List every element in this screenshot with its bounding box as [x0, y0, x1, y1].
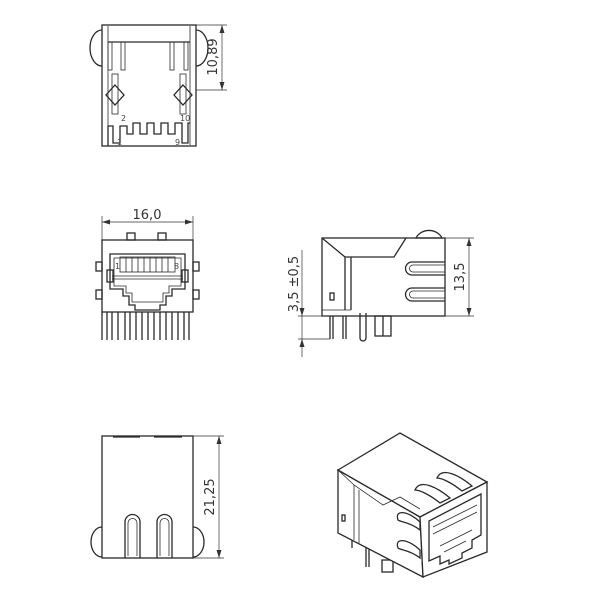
dim-label-3-5: 3,5 ±0,5 [287, 256, 302, 312]
side-slot-bottom [404, 287, 445, 302]
pin-label-9: 9 [175, 138, 180, 147]
bottom-led-left [90, 526, 103, 558]
contact-comb [107, 122, 190, 146]
dim-label-16-0: 16,0 [133, 208, 162, 223]
bottom-slot-right [156, 513, 173, 558]
dim-label-21-25: 21,25 [203, 478, 218, 515]
dim-pin-length: 3,5 ±0,5 [287, 250, 330, 357]
bottom-body-outline [101, 435, 194, 559]
dim-label-10-89: 10,89 [206, 38, 221, 75]
bottom-view: 21,25 [90, 435, 224, 559]
bottom-slot-left [124, 513, 141, 558]
pin-label-2: 2 [121, 114, 126, 123]
isometric-view [336, 432, 489, 579]
latch-right [181, 269, 189, 283]
jack-pin-label-8: 8 [174, 262, 179, 271]
side-led-bulge [414, 229, 444, 239]
side-slot-top [404, 261, 445, 276]
front-pins [101, 312, 190, 340]
dim-bottom-length: 21,25 [193, 435, 224, 559]
jack-opening [109, 253, 186, 311]
bottom-led-right [192, 526, 205, 558]
side-pins [329, 313, 392, 342]
dim-label-13-5: 13,5 [453, 263, 468, 292]
right-led-bulge [195, 29, 209, 67]
top-body-outline [101, 24, 197, 147]
side-view: 13,5 3,5 ±0,5 [287, 229, 474, 357]
jack-contacts [112, 256, 183, 280]
jack-pin-label-1: 1 [115, 262, 120, 271]
side-body-outline [321, 237, 446, 317]
pin-label-10: 10 [180, 114, 190, 123]
latch-left [106, 269, 114, 283]
peg-right [173, 73, 193, 115]
dim-side-height: 13,5 [445, 237, 474, 317]
front-view: 16,0 1 8 [95, 208, 200, 340]
iso-jack-opening [428, 492, 482, 566]
pin-label-1: 1 [117, 138, 122, 147]
iso-front-face [419, 480, 488, 578]
peg-left [105, 73, 125, 115]
dim-top-height: 10,89 [196, 24, 227, 91]
left-led-bulge [89, 29, 103, 67]
dim-front-width: 16,0 [101, 208, 194, 240]
top-pins [107, 41, 189, 71]
top-view: 2 10 1 9 10,89 [89, 24, 227, 147]
